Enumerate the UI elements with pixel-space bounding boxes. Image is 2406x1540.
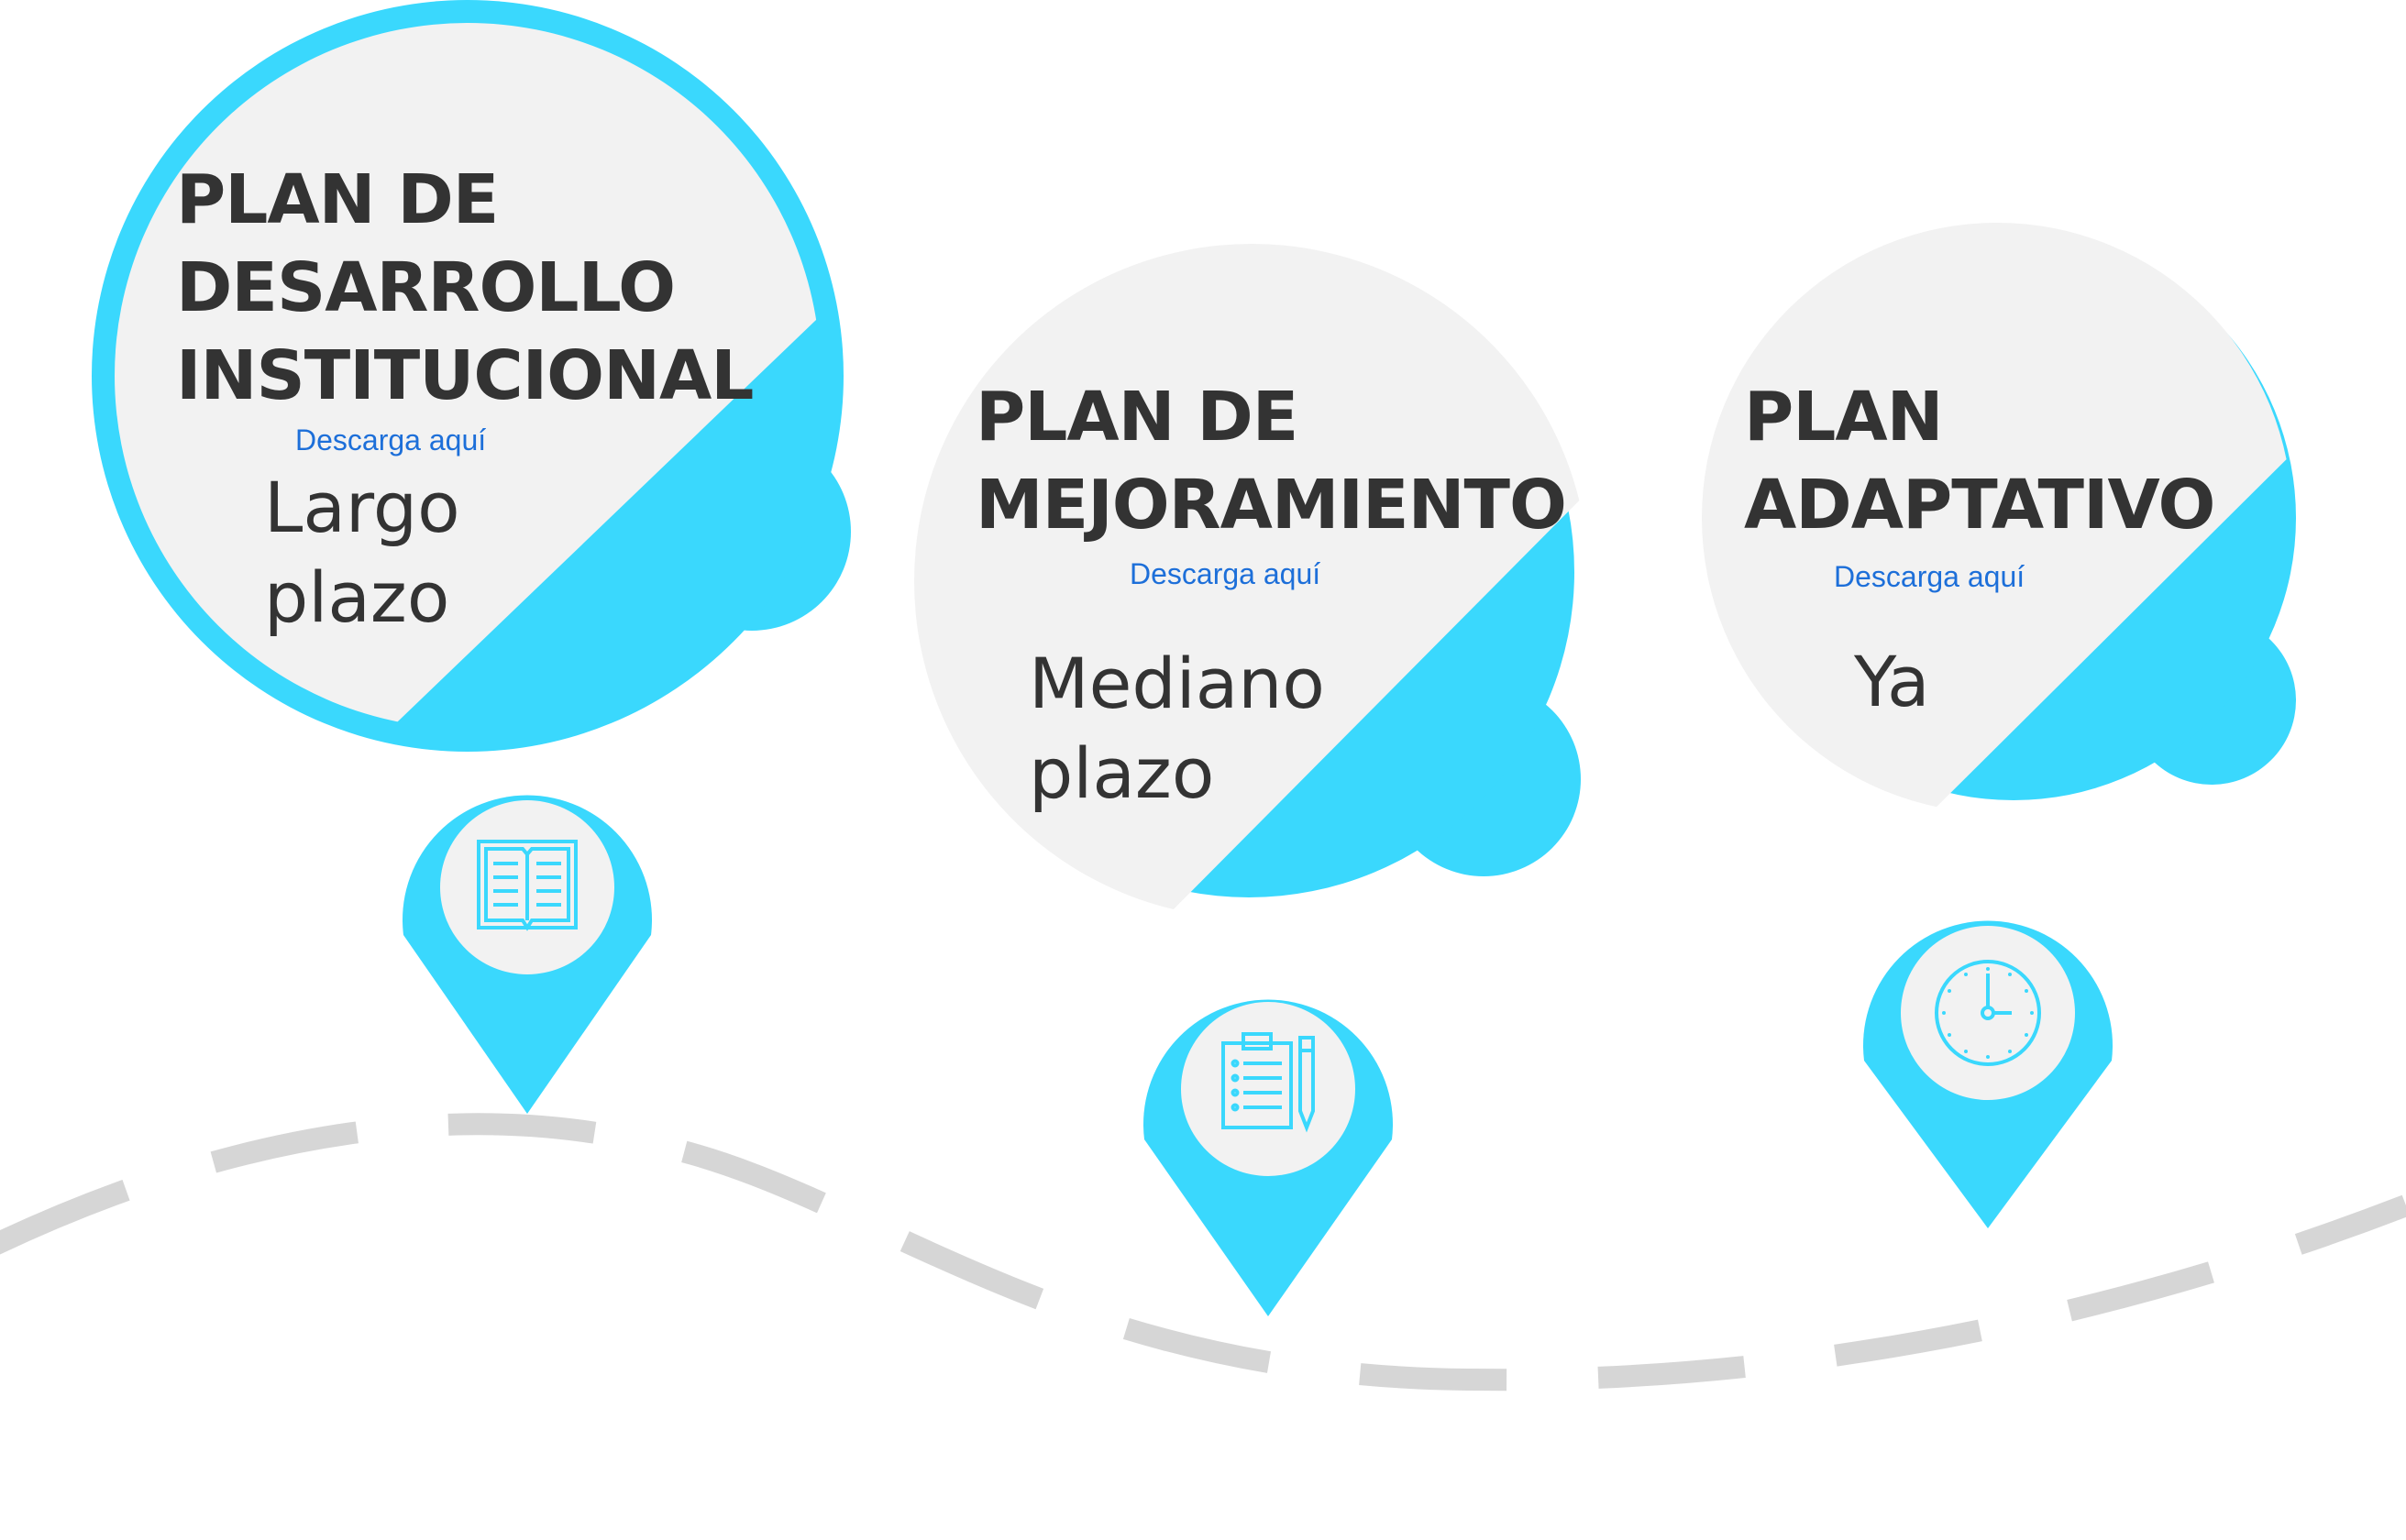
plan-title-line: INSTITUCIONAL: [176, 336, 754, 415]
plan-title-line: PLAN DE: [976, 378, 1298, 456]
plan-term-line: Ya: [1854, 641, 1930, 722]
location-pin-3: [1863, 920, 2113, 1228]
plan-title-line: DESARROLLO: [176, 248, 676, 327]
plan-title-2: PLAN DE MEJORAMIENTO: [976, 373, 1567, 549]
dashed-road: [0, 1113, 2406, 1392]
plan-title-line: ADAPTATIVO: [1744, 466, 2215, 544]
download-link-1[interactable]: Descarga aquí: [295, 424, 487, 456]
location-pin-2: [1143, 999, 1393, 1316]
open-book-icon: [477, 840, 578, 931]
plan-bubble-1: [92, 0, 851, 752]
plan-title-line: PLAN: [1744, 378, 1944, 456]
plan-term-line: Mediano: [1029, 643, 1325, 724]
plan-title-3: PLAN ADAPTATIVO: [1744, 373, 2215, 549]
plan-title-line: PLAN DE: [176, 160, 499, 239]
plan-term-2: Mediano plazo: [1029, 639, 1325, 819]
plan-title-line: MEJORAMIENTO: [976, 466, 1567, 544]
clock-icon: [1935, 960, 2041, 1066]
plan-term-line: plazo: [1029, 732, 1215, 814]
plan-title-1: PLAN DE DESARROLLO INSTITUCIONAL: [176, 156, 754, 420]
download-link-3[interactable]: Descarga aquí: [1834, 560, 2025, 593]
plan-bubble-3: [1702, 223, 2296, 813]
plan-term-3: Ya: [1854, 637, 1930, 727]
plan-term-1: Largo plazo: [264, 463, 460, 643]
plan-bubble-2: [914, 244, 1589, 918]
location-pin-1: [402, 795, 652, 1114]
download-link-2[interactable]: Descarga aquí: [1130, 557, 1321, 590]
plan-term-line: Largo: [264, 467, 460, 548]
clipboard-pencil-icon: [1221, 1032, 1315, 1133]
plan-term-line: plazo: [264, 556, 450, 638]
